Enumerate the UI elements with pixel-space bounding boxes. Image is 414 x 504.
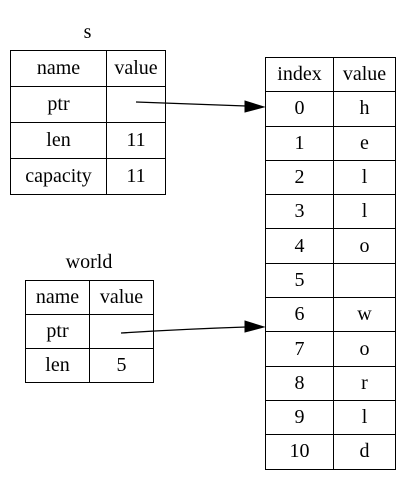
cell-value: 5 (89, 348, 154, 383)
table-row-ptr: ptr (25, 314, 154, 349)
table-row-len: len 11 (10, 122, 166, 159)
cell-index: 5 (265, 262, 334, 299)
cell-index: 8 (265, 365, 334, 401)
column-header-name: name (25, 280, 90, 315)
cell-name: ptr (10, 86, 107, 123)
column-header-name: name (10, 50, 107, 87)
table-world: name value ptr len 5 (25, 280, 154, 383)
cell-value-ptr (106, 86, 166, 123)
cell-value: o (333, 331, 396, 367)
arrowhead-world-ptr (244, 320, 266, 333)
cell-index: 3 (265, 194, 334, 230)
table-row-ptr: ptr (10, 86, 166, 123)
cell-value: w (333, 297, 396, 333)
arrowhead-s-ptr (244, 100, 266, 113)
cell-name: len (10, 122, 107, 159)
cell-index: 9 (265, 399, 334, 436)
cell-value: l (333, 159, 396, 196)
cell-index: 1 (265, 125, 334, 161)
cell-value: h (333, 91, 396, 127)
cell-value: 11 (106, 158, 166, 195)
column-header-value: value (106, 50, 166, 87)
cell-index: 2 (265, 159, 334, 196)
column-header-value: value (333, 56, 396, 93)
cell-index: 6 (265, 297, 334, 333)
column-header-index: index (265, 56, 334, 93)
table-header-row: name value (10, 50, 166, 87)
cell-value: l (333, 194, 396, 230)
cell-value: e (333, 125, 396, 161)
table-row: 5 (265, 262, 396, 299)
table-title-s: s (83, 21, 92, 43)
table-title-world: world (65, 251, 113, 273)
cell-name: capacity (10, 158, 107, 195)
cell-index: 7 (265, 331, 334, 367)
table-row-capacity: capacity 11 (10, 158, 166, 195)
cell-value: o (333, 228, 396, 264)
table-header-row: name value (25, 280, 154, 315)
cell-value: l (333, 399, 396, 436)
table-s: name value ptr len 11 capacity 11 (10, 50, 166, 195)
column-header-value: value (89, 280, 154, 315)
cell-value: 11 (106, 122, 166, 159)
cell-index: 0 (265, 91, 334, 127)
cell-value: d (333, 434, 396, 470)
cell-index: 4 (265, 228, 334, 264)
cell-value-ptr (89, 314, 154, 349)
table-row-len: len 5 (25, 348, 154, 383)
cell-name: ptr (25, 314, 90, 349)
cell-value (333, 262, 396, 299)
cell-index: 10 (265, 434, 334, 470)
cell-name: len (25, 348, 90, 383)
cell-value: r (333, 365, 396, 401)
table-header-row: index value (265, 56, 396, 93)
